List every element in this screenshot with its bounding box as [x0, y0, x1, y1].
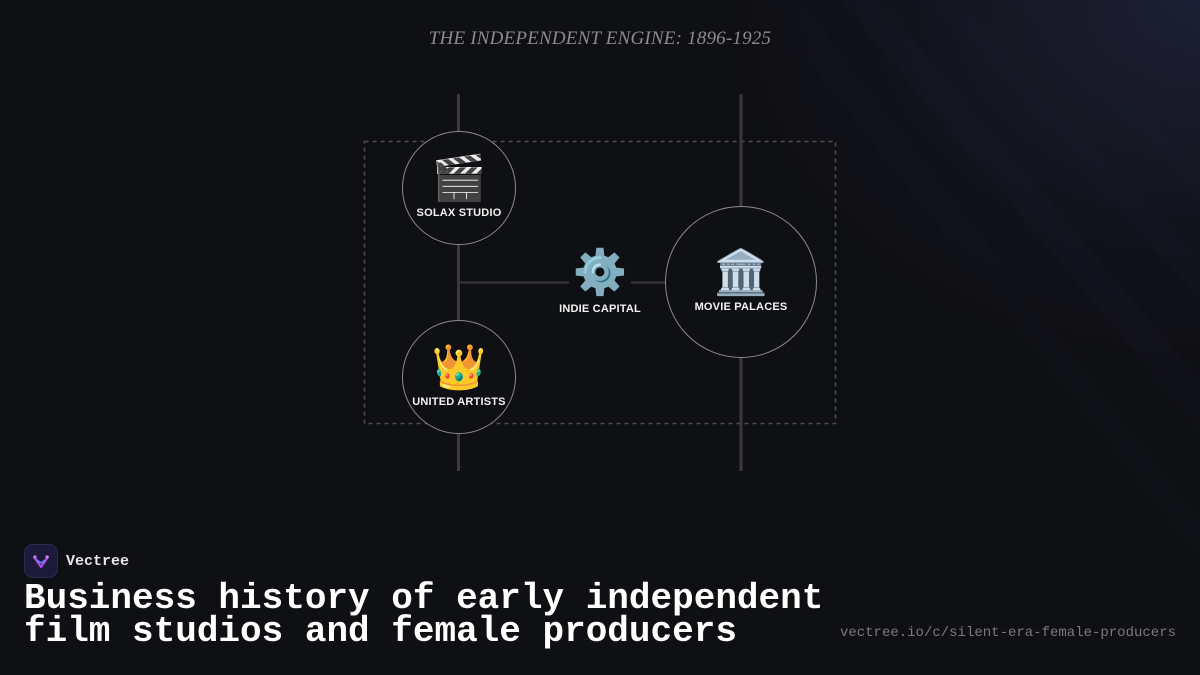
source-url[interactable]: vectree.io/c/silent-era-female-producers — [839, 625, 1176, 641]
node-label-indie-capital: INDIE CAPITAL — [559, 303, 641, 315]
node-solax-studio[interactable]: 🎬 SOLAX STUDIO — [402, 131, 516, 245]
crown-icon: 👑 — [431, 342, 487, 393]
node-circle-united — [402, 320, 516, 434]
page-headline: Business history of early independent fi… — [24, 578, 824, 652]
gear-icon: ⚙️ — [568, 249, 632, 297]
node-indie-capital[interactable]: ⚙️ INDIE CAPITAL — [545, 226, 655, 338]
vectree-logo-icon — [24, 544, 58, 578]
node-label-united-artists: UNITED ARTISTS — [412, 396, 506, 408]
brand[interactable]: Vectree — [24, 544, 129, 578]
node-movie-palaces[interactable]: 🏛️ MOVIE PALACES — [665, 206, 817, 358]
brand-name: Vectree — [66, 552, 130, 570]
group-boundary — [363, 140, 837, 425]
node-united-artists[interactable]: 👑 UNITED ARTISTS — [402, 320, 516, 434]
node-label-solax-studio: SOLAX STUDIO — [416, 207, 502, 219]
node-label-movie-palaces: MOVIE PALACES — [694, 301, 788, 313]
node-circle-solax — [402, 131, 516, 245]
node-circle-palaces — [665, 206, 817, 358]
clapperboard-icon: 🎬 — [431, 153, 487, 204]
diagram-title: THE INDEPENDENT ENGINE: 1896-1925 — [428, 28, 772, 49]
vectree-logo-mark — [33, 555, 49, 568]
classical-building-icon: 🏛️ — [713, 247, 769, 298]
